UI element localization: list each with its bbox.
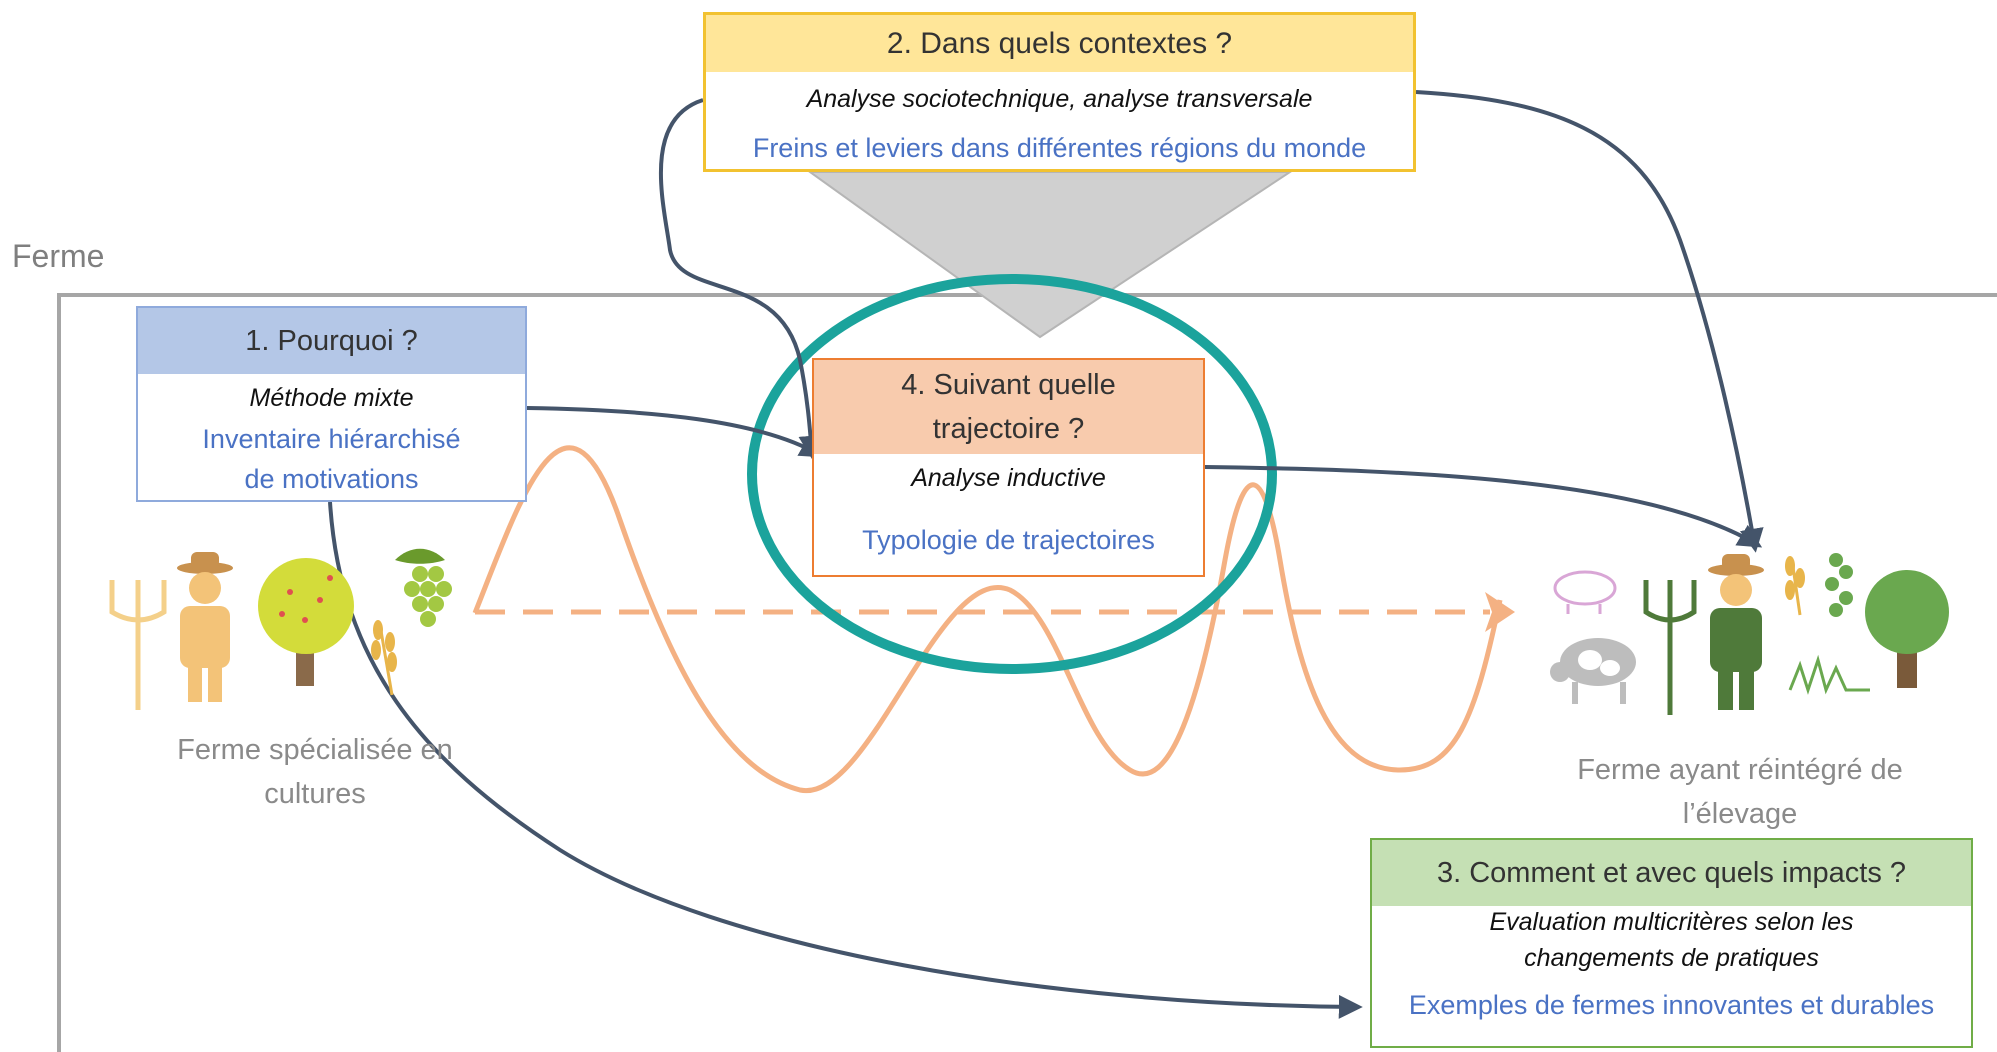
grass-icon bbox=[1788, 654, 1870, 695]
wheat-icon bbox=[1785, 556, 1805, 616]
end-farm-caption: Ferme ayant réintégré de l’élevage bbox=[1525, 748, 1955, 836]
fruit-tree-icon bbox=[258, 558, 354, 686]
box-3-method-line1: Evaluation multicritères selon les bbox=[1489, 908, 1854, 936]
box-4-output: Typologie de trajectoires bbox=[862, 525, 1155, 555]
box-1-method: Méthode mixte bbox=[249, 384, 414, 412]
box-4-title: 4. Suivant quelle trajectoire ? bbox=[814, 360, 1203, 454]
grapes-icon bbox=[395, 548, 452, 627]
box-4-title-line2: trajectoire ? bbox=[932, 413, 1085, 445]
start-farm-caption-line2: cultures bbox=[264, 778, 366, 810]
farmer-icon bbox=[177, 552, 233, 702]
box-2-method: Analyse sociotechnique, analyse transver… bbox=[806, 85, 1313, 113]
cow-icon bbox=[1550, 638, 1636, 704]
box-2-contexts: 2. Dans quels contextes ? Analyse sociot… bbox=[703, 12, 1416, 172]
box-3-title: 3. Comment et avec quels impacts ? bbox=[1372, 840, 1971, 906]
arrow-box4-to-end bbox=[1204, 465, 1763, 548]
box-1-output-line2: de motivations bbox=[244, 464, 419, 494]
box-3-output: Exemples de fermes innovantes et durable… bbox=[1408, 990, 1935, 1020]
box-1-title: 1. Pourquoi ? bbox=[138, 308, 525, 374]
legume-icon bbox=[1825, 553, 1853, 617]
trajectory-arrowhead bbox=[1485, 592, 1515, 632]
arrow-box1-to-box4 bbox=[526, 406, 825, 458]
box-2-output: Freins et leviers dans différentes régio… bbox=[752, 133, 1367, 163]
scope-label: Ferme bbox=[12, 238, 105, 274]
farmer-icon bbox=[1708, 554, 1764, 710]
end-farm-caption-line2: l’élevage bbox=[1682, 798, 1798, 830]
box-1-output-line1: Inventaire hiérarchisé bbox=[202, 424, 461, 454]
arrow-box2-to-end bbox=[1415, 90, 1764, 553]
box-4-trajectory: 4. Suivant quelle trajectoire ? Analyse … bbox=[812, 358, 1205, 577]
tree-icon bbox=[1865, 570, 1949, 688]
highlight-ellipse bbox=[747, 274, 1277, 674]
context-funnel bbox=[806, 171, 1294, 339]
trajectory-wave bbox=[472, 445, 1503, 793]
start-farm-caption-line1: Ferme spécialisée en bbox=[177, 734, 453, 766]
start-farm-caption: Ferme spécialisée en cultures bbox=[130, 728, 500, 816]
box-2-title: 2. Dans quels contextes ? bbox=[706, 15, 1413, 72]
box-1-why: 1. Pourquoi ? Méthode mixte Inventaire h… bbox=[136, 306, 527, 502]
arrow-box1-to-box3 bbox=[328, 501, 1363, 1019]
box-4-title-line1: 4. Suivant quelle bbox=[901, 369, 1116, 401]
arrow-box2-to-box4 bbox=[658, 98, 823, 460]
box-4-method: Analyse inductive bbox=[911, 464, 1106, 492]
box-3-impacts: 3. Comment et avec quels impacts ? Evalu… bbox=[1370, 838, 1973, 1048]
pig-icon bbox=[1553, 570, 1617, 614]
pitchfork-icon bbox=[1643, 580, 1697, 715]
box-3-method-line2: changements de pratiques bbox=[1524, 944, 1819, 972]
end-farm-caption-line1: Ferme ayant réintégré de bbox=[1577, 754, 1903, 786]
pitchfork-icon bbox=[109, 580, 167, 710]
wheat-icon bbox=[371, 620, 397, 696]
